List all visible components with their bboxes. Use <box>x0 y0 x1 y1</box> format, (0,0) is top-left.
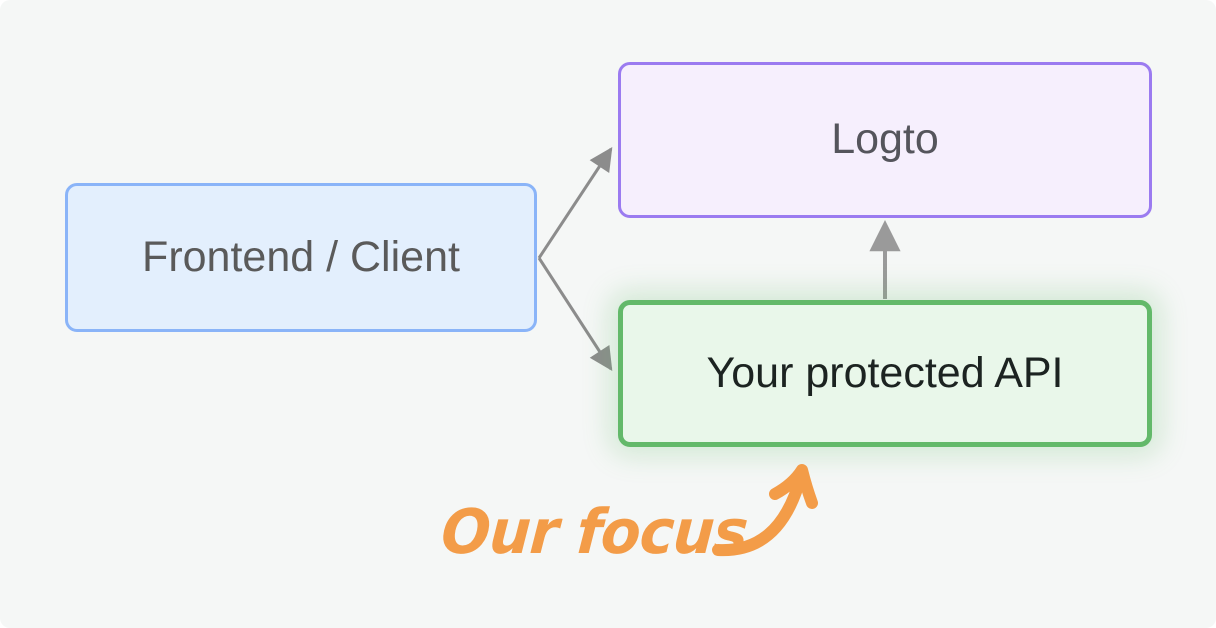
node-your-protected-api[interactable]: Your protected API <box>618 300 1152 447</box>
node-frontend-client-label: Frontend / Client <box>142 232 460 281</box>
our-focus-arrowhead-icon <box>769 464 818 509</box>
our-focus-arrow-icon <box>712 470 807 557</box>
our-focus-annotation-text: Our focus <box>438 496 750 569</box>
node-frontend-client[interactable]: Frontend / Client <box>65 183 537 332</box>
node-logto-label: Logto <box>831 115 939 164</box>
node-logto[interactable]: Logto <box>618 62 1152 218</box>
node-your-protected-api-label: Your protected API <box>706 348 1064 397</box>
